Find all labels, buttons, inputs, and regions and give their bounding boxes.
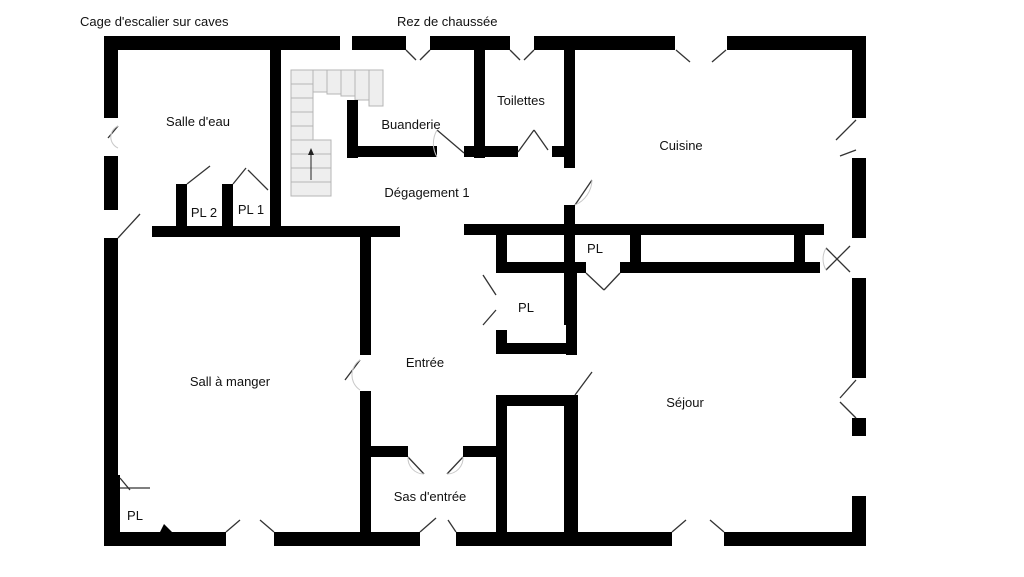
room-label-salle-eau: Salle d'eau [166,114,230,129]
room-label-degagement: Dégagement 1 [384,185,469,200]
walls [104,36,866,546]
room-label-pl-top: PL [587,241,603,256]
room-label-toilettes: Toilettes [497,93,545,108]
room-label-cuisine: Cuisine [659,138,702,153]
room-label-pl-mid: PL [518,300,534,315]
room-label-salle-manger: Sall à manger [190,374,271,389]
corner-wedge-icon [160,524,172,532]
stair-arrow-icon [308,148,314,155]
room-label-sejour: Séjour [666,395,704,410]
staircase [290,69,384,197]
room-label-pl2: PL 2 [191,205,217,220]
room-label-sas: Sas d'entrée [394,489,467,504]
room-label-buanderie: Buanderie [381,117,440,132]
doors [104,36,866,546]
basement-stair-caption: Cage d'escalier sur caves [80,14,229,29]
floor-name-caption: Rez de chaussée [397,14,497,29]
room-label-pl1: PL 1 [238,202,264,217]
room-label-entree: Entrée [406,355,444,370]
room-label-pl-bottom: PL [127,508,143,523]
